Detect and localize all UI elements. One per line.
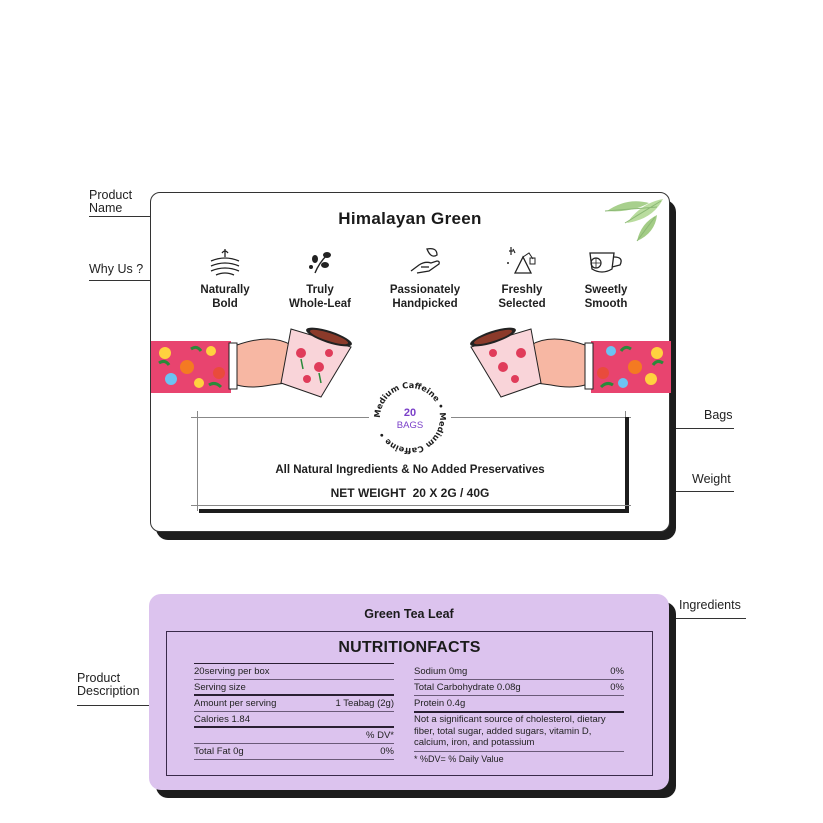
bags-unit: BAGS xyxy=(396,420,424,431)
annotation-line-product-description xyxy=(77,705,177,706)
left-row-total-fat: Total Fat 0g 0% xyxy=(194,746,394,757)
row-label: Protein 0.4g xyxy=(414,698,466,709)
rule-thick xyxy=(414,711,624,713)
row-value: 1 Teabag (2g) xyxy=(335,698,394,709)
left-row-amount: Amount per serving 1 Teabag (2g) xyxy=(194,698,394,709)
row-value: 0% xyxy=(380,746,394,757)
rule xyxy=(194,711,394,712)
frame-top-line-left xyxy=(191,417,369,418)
row-value: 0% xyxy=(610,666,624,677)
front-card: Himalayan Green Naturally Bold Truly Who… xyxy=(150,192,671,532)
feature-label: Passionately Handpicked xyxy=(389,284,461,310)
frame-bottom-line xyxy=(191,505,631,506)
tea-pyramid-icon xyxy=(507,247,536,274)
feature-freshly-selected: Freshly Selected xyxy=(477,245,567,311)
row-value: 0% xyxy=(610,682,624,693)
annotation-product-description: Product Description xyxy=(77,671,140,698)
rule xyxy=(194,679,394,680)
right-hand-cup-illustration xyxy=(470,327,671,398)
back-card: Green Tea Leaf NUTRITIONFACTS 20serving … xyxy=(149,594,669,790)
row-label: Sodium 0mg xyxy=(414,666,468,677)
caffeine-badge: Medium Caffeine • Medium Caffeine • xyxy=(372,380,448,456)
annotation-weight: Weight xyxy=(692,472,731,486)
feature-sweetly-smooth: Sweetly Smooth xyxy=(561,249,651,311)
dv-footnote: * %DV= % Daily Value xyxy=(414,754,504,764)
feature-passionately-handpicked: Passionately Handpicked xyxy=(380,245,470,311)
teacup-icon xyxy=(589,252,622,273)
left-row-servings: 20serving per box xyxy=(194,666,394,677)
frame-left-edge xyxy=(197,411,198,511)
right-row-carbohydrate: Total Carbohydrate 0.08g 0% xyxy=(414,682,624,693)
nutrition-note: Not a significant source of cholesterol,… xyxy=(414,714,606,748)
annotation-ingredients: Ingredients xyxy=(679,598,741,612)
row-label: Total Fat 0g xyxy=(194,746,244,757)
rule-thick xyxy=(194,726,394,728)
feature-label: Naturally Bold xyxy=(200,284,250,310)
net-weight: NET WEIGHT 20 X 2G / 40G xyxy=(330,486,490,500)
row-label: Total Carbohydrate 0.08g xyxy=(414,682,521,693)
annotation-line-why-us xyxy=(89,280,189,281)
annotation-bags: Bags xyxy=(704,408,733,422)
frame-bottom-shadow xyxy=(199,509,629,513)
hand-leaf-icon xyxy=(410,247,440,274)
row-label: Calories 1.84 xyxy=(194,714,250,725)
product-title: Himalayan Green xyxy=(338,209,482,228)
rule xyxy=(194,663,394,664)
annotation-why-us: Why Us ? xyxy=(89,262,144,276)
rule xyxy=(194,759,394,760)
nutrition-facts-title: NUTRITIONFACTS xyxy=(338,639,481,656)
frame-right-shadow xyxy=(625,417,629,513)
left-row-serving-size: Serving size xyxy=(194,682,394,693)
right-row-sodium: Sodium 0mg 0% xyxy=(414,666,624,677)
left-hand-cup-illustration xyxy=(151,327,352,398)
rule xyxy=(414,751,624,752)
nutrition-facts-panel: NUTRITIONFACTS 20serving per box Serving… xyxy=(166,631,653,776)
feature-label: Freshly Selected xyxy=(498,284,546,310)
leaf-decoration-icon xyxy=(604,199,663,242)
row-label: Amount per serving xyxy=(194,698,277,709)
bags-count: 20 xyxy=(403,407,417,419)
rule xyxy=(194,743,394,744)
frame-top-line-right xyxy=(451,417,631,418)
row-value: % DV* xyxy=(366,730,394,741)
ingredients-heading: Green Tea Leaf xyxy=(364,607,454,621)
rule-thick xyxy=(194,694,394,696)
feature-truly-whole-leaf: Truly Whole-Leaf xyxy=(275,247,365,311)
feature-naturally-bold: Naturally Bold xyxy=(180,247,270,311)
feature-label: Sweetly Smooth xyxy=(584,284,628,310)
right-row-protein: Protein 0.4g xyxy=(414,698,624,709)
leaf-sprig-icon xyxy=(309,252,331,274)
row-label: 20serving per box xyxy=(194,666,270,677)
feature-label: Truly Whole-Leaf xyxy=(289,284,351,310)
ingredients-statement: All Natural Ingredients & No Added Prese… xyxy=(275,464,545,476)
left-row-calories: Calories 1.84 xyxy=(194,714,394,725)
rule xyxy=(414,679,624,680)
row-label: Serving size xyxy=(194,682,246,693)
wave-field-icon xyxy=(210,249,240,276)
annotation-product-name: Product Name xyxy=(89,188,133,215)
rule xyxy=(414,695,624,696)
